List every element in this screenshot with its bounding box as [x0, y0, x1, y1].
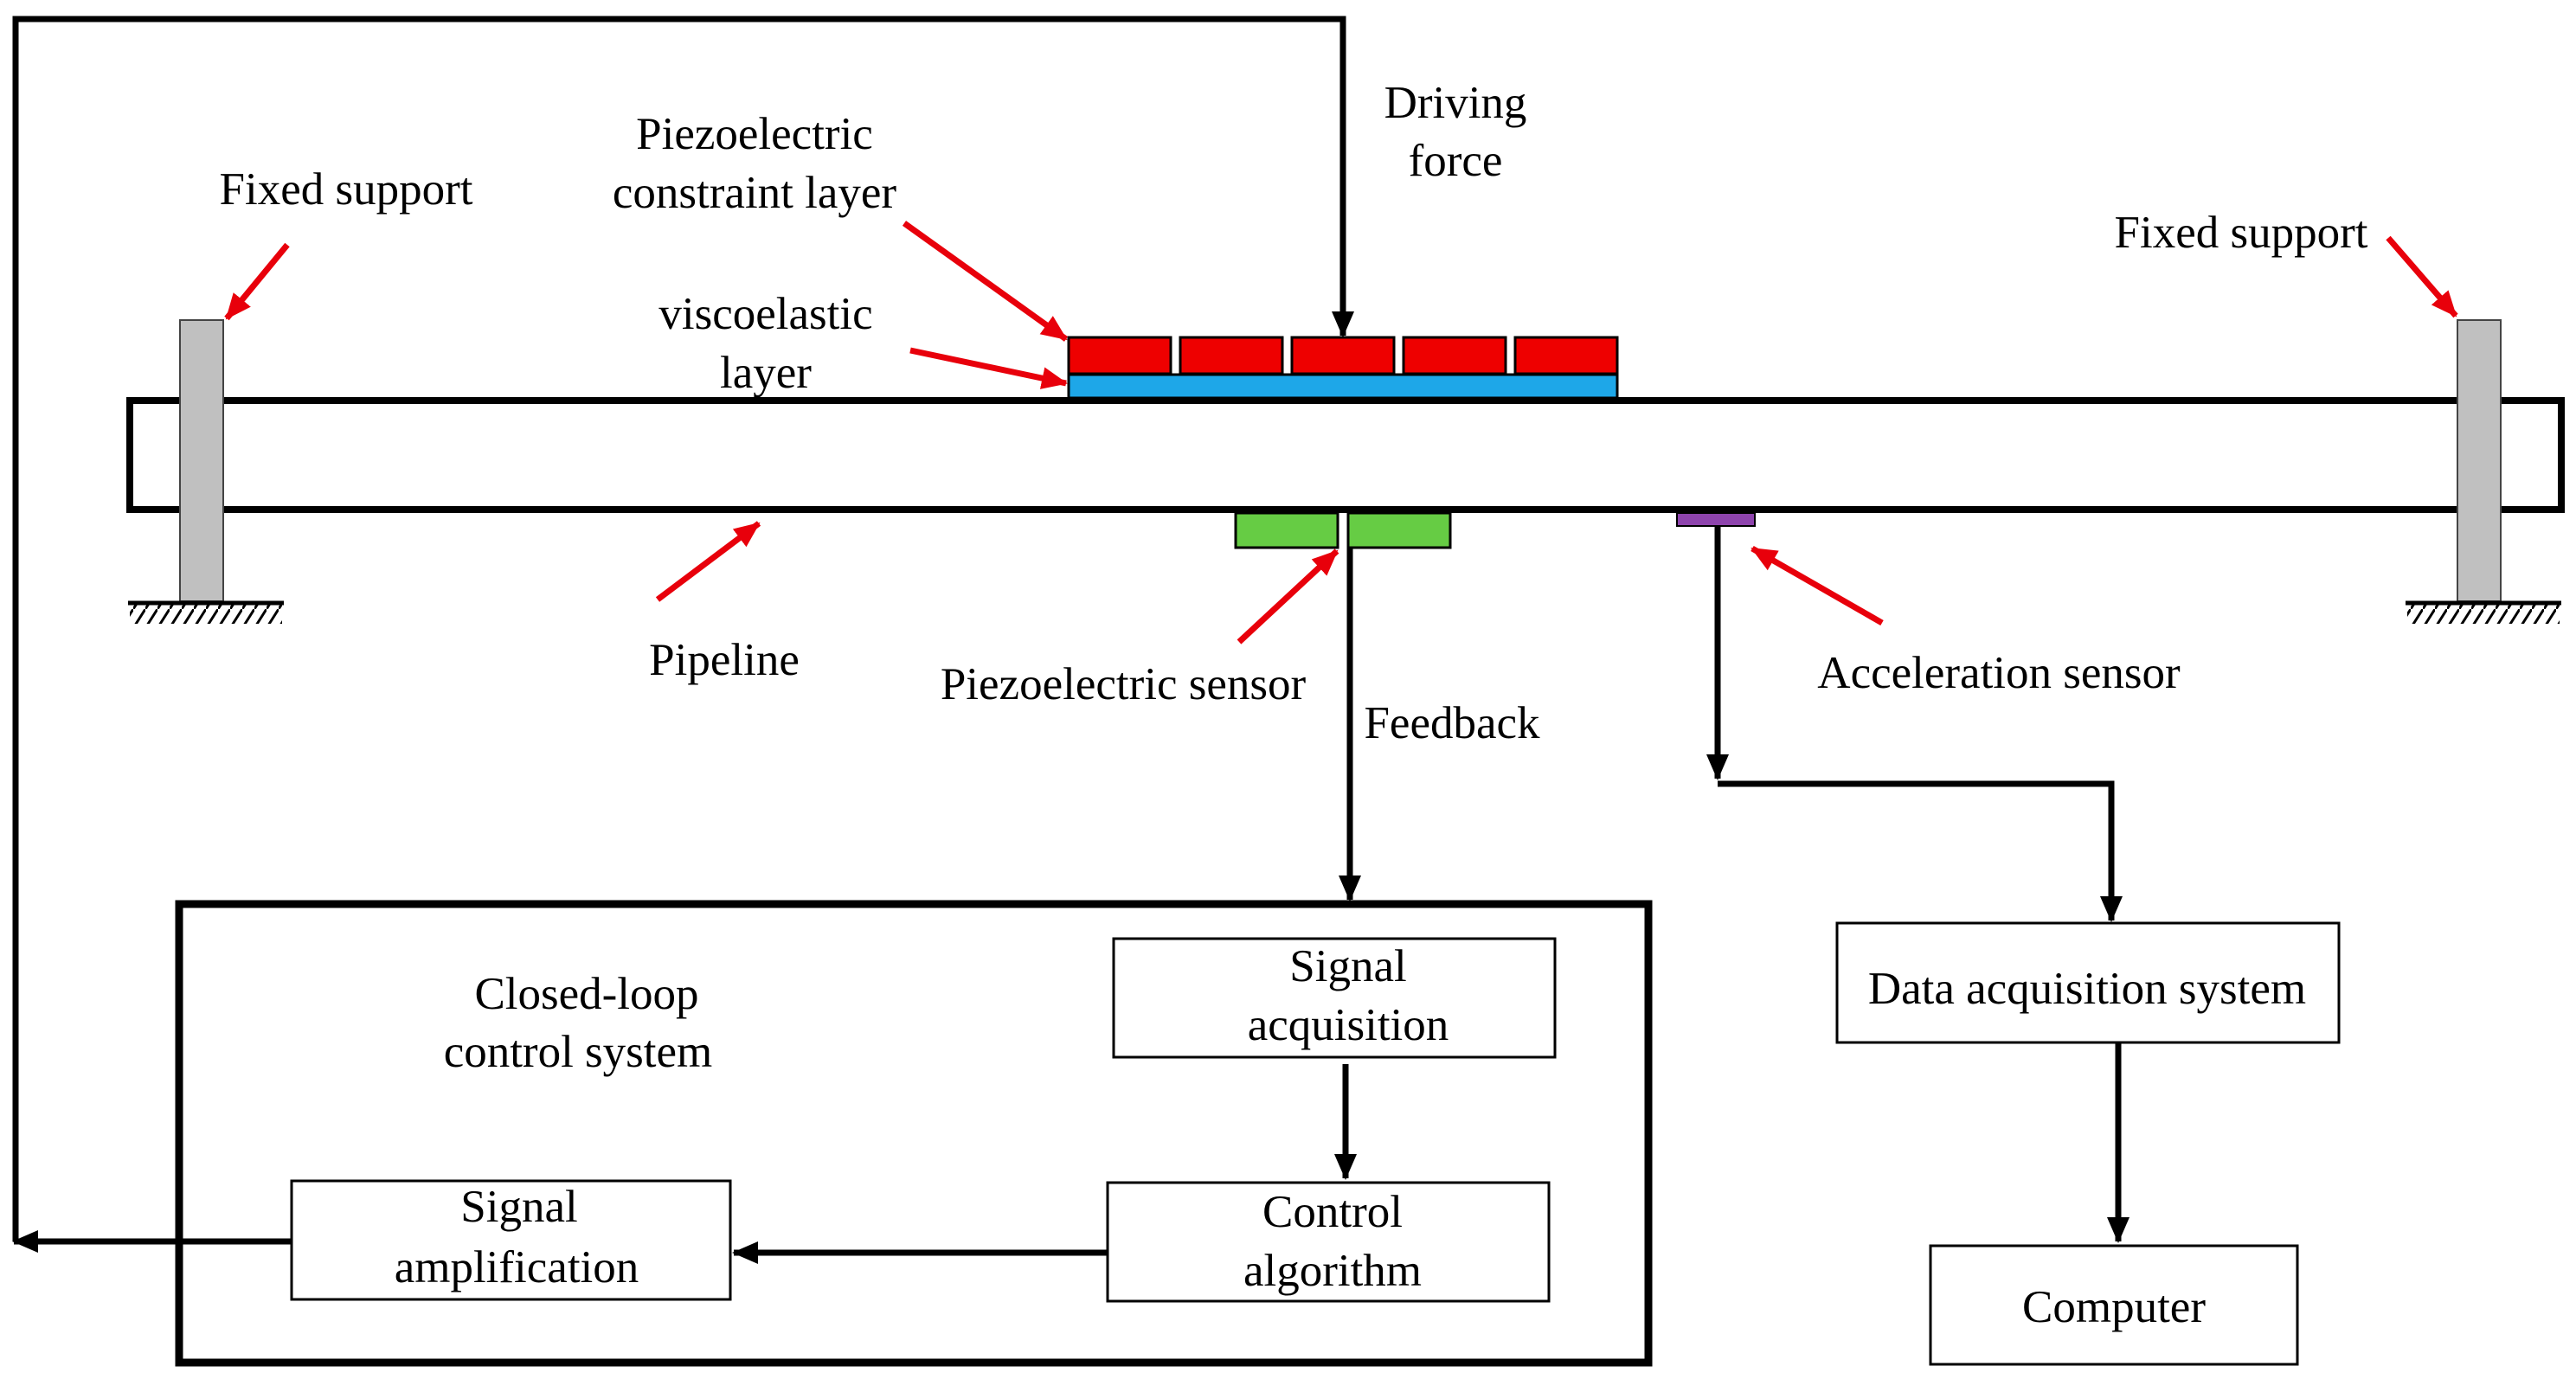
accel-line-to-daq — [1718, 780, 2123, 922]
pointer-fixed-support-right — [2386, 235, 2458, 318]
label-feedback: Feedback — [1364, 698, 1540, 748]
label-pipeline: Pipeline — [649, 635, 800, 685]
drive-loop-line — [12, 16, 1354, 1241]
fixed-support-left-post — [179, 319, 224, 602]
data-acquisition-label: Data acquisition system — [1868, 964, 2306, 1014]
label-piezo-constraint-line2: constraint layer — [613, 168, 897, 218]
closed-loop-box — [175, 900, 1653, 1367]
label-driving-force-line1: Driving — [1384, 78, 1527, 128]
acceleration-sensor — [1676, 512, 1756, 527]
piezo-patch-2 — [1179, 336, 1284, 375]
label-closed-loop-line1: Closed-loop — [474, 969, 698, 1019]
signal-acquisition-box — [1112, 937, 1557, 1059]
piezo-patch-5 — [1513, 336, 1619, 375]
piezo-patch-1 — [1067, 336, 1172, 375]
label-piezo-sensor: Piezoelectric sensor — [941, 659, 1307, 709]
pointer-piezo-sensor — [1237, 548, 1339, 645]
signal-acquisition-line2: acquisition — [1248, 1000, 1449, 1050]
piezo-sensor-left — [1234, 511, 1339, 549]
label-driving-force-line2: force — [1409, 136, 1503, 186]
label-piezo-constraint-line1: Piezoelectric — [636, 109, 873, 159]
label-fixed-support-left: Fixed support — [220, 164, 473, 215]
piezo-sensor-right — [1346, 511, 1452, 549]
signal-amplification-line2: amplification — [395, 1242, 639, 1292]
label-acceleration-sensor: Acceleration sensor — [1817, 648, 2181, 698]
control-algorithm-line1: Control — [1262, 1187, 1403, 1237]
signal-amplification-line1: Signal — [460, 1182, 577, 1232]
piezo-patch-3 — [1290, 336, 1396, 375]
pointer-viscoelastic — [909, 347, 1068, 389]
viscoelastic-layer — [1067, 373, 1619, 400]
pipeline-body — [126, 397, 2565, 513]
label-viscoelastic-line1: viscoelastic — [658, 289, 872, 339]
label-viscoelastic-line2: layer — [720, 348, 812, 398]
computer-label: Computer — [2022, 1282, 2206, 1332]
signal-acquisition-line1: Signal — [1289, 941, 1406, 991]
ground-right-hatch — [2407, 605, 2560, 624]
control-algorithm-box — [1106, 1181, 1551, 1303]
label-closed-loop-line2: control system — [444, 1027, 713, 1077]
fixed-support-right-post — [2457, 319, 2502, 602]
label-fixed-support-right: Fixed support — [2115, 208, 2368, 258]
pointer-pipeline — [655, 521, 761, 602]
pointer-fixed-support-left — [224, 242, 290, 321]
data-acquisition-box — [1835, 921, 2341, 1044]
ground-left-hatch — [130, 605, 282, 624]
piezo-patch-4 — [1402, 336, 1507, 375]
pointer-acceleration-sensor — [1751, 545, 1884, 626]
control-algorithm-line2: algorithm — [1243, 1246, 1422, 1296]
pointer-piezo-constraint — [902, 221, 1069, 342]
computer-box — [1929, 1244, 2299, 1366]
